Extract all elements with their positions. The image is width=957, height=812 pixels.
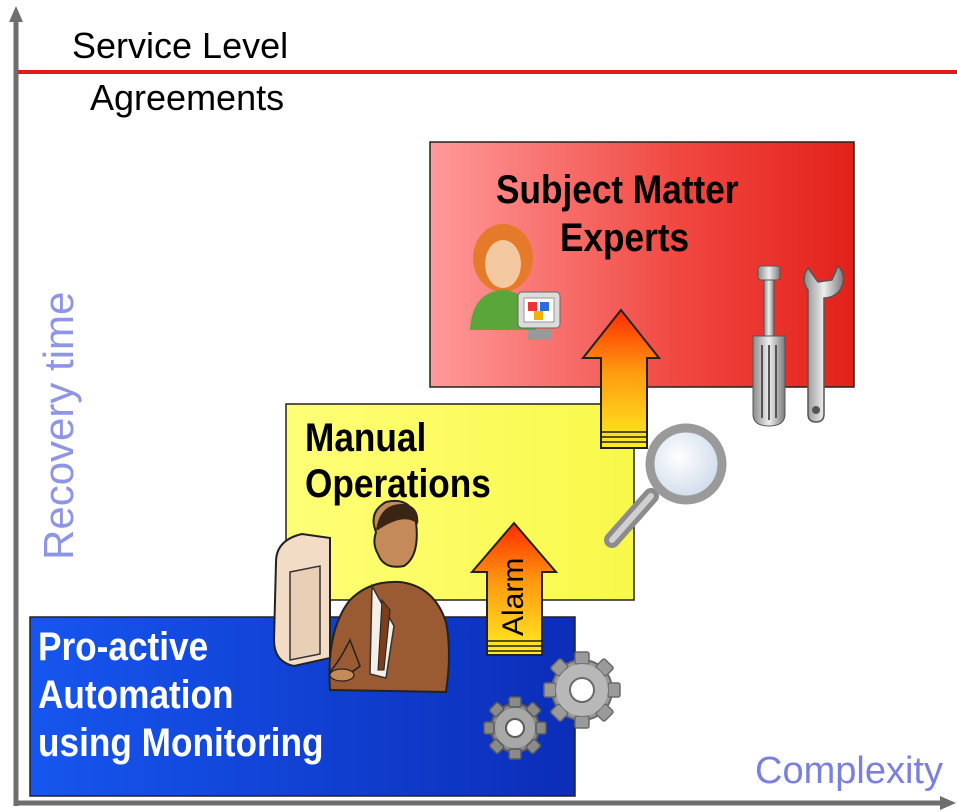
user-computer-icon [470,224,561,340]
manual-title-line1: Manual [305,416,427,460]
sla-label-line1: Service Level [72,25,289,66]
screwdriver-icon [752,265,786,427]
y-axis [9,6,23,806]
proactive-title-line1: Pro-active [38,625,209,669]
manual-operations-box [285,403,635,601]
proactive-title-line2: Automation [38,673,234,717]
alarm-arrow [469,521,559,656]
alarm-label: Alarm [497,557,530,636]
gears-icon [483,651,621,760]
y-axis-label: Recovery time [35,291,82,560]
person-at-computer-icon [272,500,450,694]
x-axis-label: Complexity [755,750,943,792]
sme-title-line1: Subject Matter [496,168,739,212]
x-axis [14,796,956,810]
manual-title-line2: Operations [305,462,491,506]
magnifier-icon [604,423,727,548]
proactive-title-line3: using Monitoring [38,721,324,765]
escalation-arrow-upper [580,308,662,449]
sla-label-line2: Agreements [90,77,285,118]
wrench-icon [803,264,845,423]
sme-title-line2: Experts [560,216,690,260]
